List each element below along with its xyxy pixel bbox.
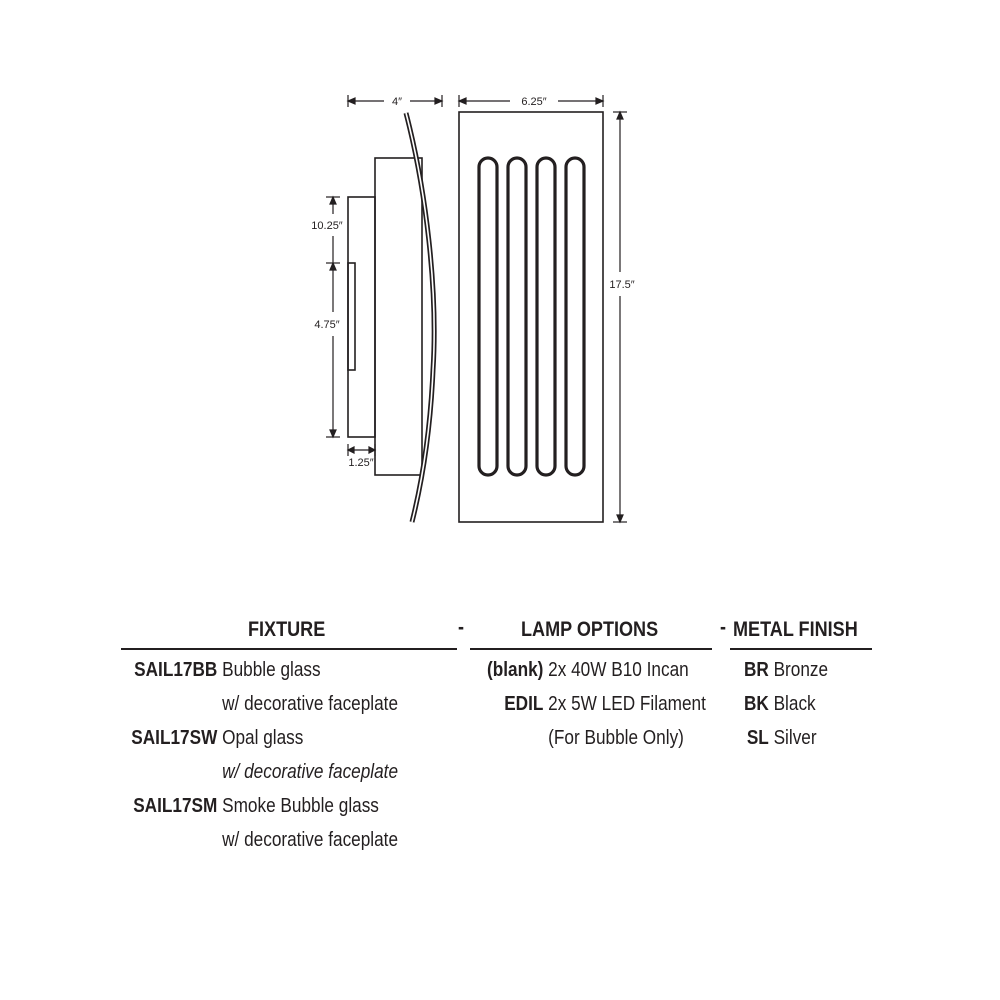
- dim-mount-label: 4.75″: [314, 319, 339, 331]
- fixture-list: SAIL17BB Bubble glass w/ decorative face…: [121, 653, 398, 857]
- fixture-desc-2: w/ decorative faceplate: [222, 693, 399, 715]
- metal-finish-header: METAL FINISH: [733, 618, 858, 641]
- fixture-desc-2: w/ decorative faceplate: [222, 761, 399, 783]
- fixture-code: SAIL17SM: [133, 795, 218, 817]
- dim-depth-label: 4″: [392, 96, 402, 108]
- fixture-code: SAIL17BB: [134, 659, 218, 681]
- side-mount-bracket: [347, 262, 356, 371]
- list-item: BR Bronze: [743, 653, 828, 687]
- front-slot-2: [506, 156, 528, 477]
- list-item: w/ decorative faceplate: [121, 823, 398, 857]
- separator-1: -: [458, 616, 465, 639]
- list-item: (blank) 2x 40W B10 Incan: [472, 653, 706, 687]
- fixture-desc-2: w/ decorative faceplate: [222, 829, 399, 851]
- finish-code: SL: [746, 727, 769, 749]
- separator-2: -: [720, 616, 727, 639]
- fixture-code: SAIL17SW: [131, 727, 218, 749]
- fixture-desc: Bubble glass: [222, 659, 321, 681]
- lamp-code: EDIL: [504, 693, 544, 715]
- fixture-desc: Opal glass: [222, 727, 304, 749]
- finish-name: Silver: [773, 727, 817, 749]
- front-slot-1: [477, 156, 499, 477]
- lamp-desc: 2x 40W B10 Incan: [548, 659, 689, 681]
- list-item: SAIL17BB Bubble glass: [121, 653, 398, 687]
- front-faceplate: [458, 111, 604, 523]
- dimension-drawing: 4″ 6.25″ 17.5″ 10.25″ 4.75″ 1.25″: [311, 95, 635, 524]
- lamp-options-header: LAMP OPTIONS: [521, 618, 659, 641]
- side-backplate: [347, 196, 376, 438]
- list-item: (For Bubble Only): [472, 721, 706, 755]
- fixture-desc: Smoke Bubble glass: [222, 795, 379, 817]
- list-item: BK Black: [743, 687, 828, 721]
- dim-offset-label: 1.25″: [348, 457, 373, 469]
- finish-list: BR Bronze BK Black SL Silver: [743, 653, 828, 755]
- list-item: w/ decorative faceplate: [121, 687, 398, 721]
- lamp-code: (blank): [486, 659, 544, 681]
- dim-width-label: 6.25″: [521, 96, 546, 108]
- lamp-desc-2: (For Bubble Only): [548, 727, 684, 749]
- finish-name: Black: [773, 693, 816, 715]
- list-item: SL Silver: [743, 721, 828, 755]
- finish-rule: [730, 648, 872, 650]
- lamp-rule: [470, 648, 712, 650]
- fixture-rule: [121, 648, 457, 650]
- finish-code: BK: [743, 693, 769, 715]
- list-item: SAIL17SM Smoke Bubble glass: [121, 789, 398, 823]
- finish-name: Bronze: [773, 659, 829, 681]
- list-item: w/ decorative faceplate: [121, 755, 398, 789]
- lamp-list: (blank) 2x 40W B10 Incan EDIL 2x 5W LED …: [472, 653, 706, 755]
- list-item: EDIL 2x 5W LED Filament: [472, 687, 706, 721]
- list-item: SAIL17SW Opal glass: [121, 721, 398, 755]
- fixture-header: FIXTURE: [248, 618, 326, 641]
- front-slot-3: [535, 156, 557, 477]
- dim-height-label: 17.5″: [609, 279, 634, 291]
- finish-code: BR: [743, 659, 769, 681]
- side-housing: [374, 157, 423, 476]
- dim-backplate-label: 10.25″: [311, 220, 343, 232]
- front-slot-4: [564, 156, 586, 477]
- lamp-desc: 2x 5W LED Filament: [548, 693, 706, 715]
